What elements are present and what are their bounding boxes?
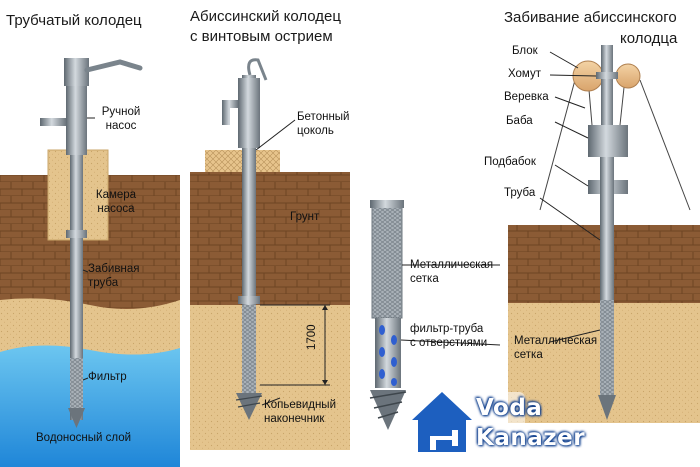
aquifer-layer — [0, 345, 180, 467]
logo-text-line1: Voda — [476, 395, 543, 421]
leader-line — [82, 269, 89, 273]
label-aquifer: Водоносный слой — [36, 432, 132, 444]
label-driven-pipe: Забивная труба — [88, 262, 139, 290]
leader-line — [539, 197, 601, 241]
label-ring-tip: Копьевидный наконечник — [264, 398, 336, 426]
soil-layer — [190, 172, 350, 305]
label-ram: Баба — [506, 115, 533, 127]
leader-line — [255, 119, 296, 151]
sand-layer — [0, 298, 180, 355]
label-anvil: Подбабок — [484, 156, 536, 168]
leader-line — [82, 377, 89, 381]
pipe — [70, 80, 83, 420]
panel-tube-well — [0, 58, 180, 467]
label-ring-tip-line2: наконечник — [264, 413, 325, 425]
pipe-tip — [598, 395, 616, 420]
label-metal-mesh-line2: сетка — [410, 273, 439, 285]
label-driven-pipe-line1: Забивная — [88, 263, 140, 275]
label-block: Блок — [512, 45, 538, 57]
filter-screen — [242, 305, 256, 393]
logo-mark — [410, 392, 525, 462]
label-metal-mesh-line1: Металлическая — [410, 259, 494, 271]
label-pump-chamber-line2: насоса — [97, 203, 135, 215]
clamp — [596, 72, 618, 79]
label-filter-pipe-line2: с отверстиями — [410, 337, 488, 349]
label-soil: Грунт — [290, 211, 320, 223]
screw-tip — [236, 393, 262, 420]
pump-spout — [222, 100, 238, 125]
label-concrete-base-line2: цоколь — [297, 125, 334, 137]
leader-line — [554, 164, 589, 187]
leader-line — [400, 339, 501, 346]
label-metal-mesh-right: Металлическая сетка — [514, 334, 597, 362]
perforated-pipe — [375, 318, 401, 388]
label-metal-mesh-right-line2: сетка — [514, 349, 543, 361]
title-driving-line1: Забивание абиссинского — [504, 9, 677, 26]
label-concrete-base: Бетонный цоколь — [297, 110, 350, 138]
leader-line — [549, 51, 579, 69]
tap-icon — [430, 430, 458, 450]
pump-handle — [84, 59, 143, 73]
panel-driving — [508, 45, 700, 423]
pipe — [600, 157, 614, 312]
label-hand-pump-line1: Ручной — [101, 106, 141, 118]
filter-screen — [600, 300, 614, 395]
leader-line — [549, 329, 601, 343]
sand-layer — [190, 305, 350, 450]
screw-tip — [370, 390, 406, 430]
label-filter-pipe-line1: фильтр-труба — [410, 323, 484, 335]
pipe-holes — [379, 325, 397, 386]
label-concrete-base-line1: Бетонный — [297, 111, 350, 123]
dimension-arrow — [322, 305, 328, 310]
label-filter: Фильтр — [88, 371, 127, 383]
title-abyssinian-line1: Абиссинский колодец — [190, 8, 341, 25]
label-ring-tip-line1: Копьевидный — [264, 399, 336, 411]
pipe-coupling — [238, 296, 260, 304]
pump-handle — [247, 58, 268, 81]
label-metal-mesh: Металлическая сетка — [410, 258, 493, 286]
leader-line — [549, 74, 597, 77]
label-hand-pump: Ручной насос — [94, 105, 148, 133]
pump-body — [238, 78, 260, 148]
filter-screen — [70, 358, 83, 408]
title-driving-line2: колодца — [620, 30, 678, 47]
screw-thread — [235, 395, 263, 408]
label-metal-mesh-right-line1: Металлическая — [514, 335, 598, 347]
screw-thread — [369, 391, 407, 419]
pulley-block — [615, 63, 641, 89]
label-pump-chamber: Камера насоса — [88, 188, 144, 216]
label-driven-pipe-line2: труба — [88, 277, 119, 289]
dimension-arrow — [322, 380, 328, 385]
pipe-coupling — [66, 230, 87, 238]
pipe-top — [601, 45, 613, 125]
leader-line — [261, 397, 281, 406]
pump-body — [66, 85, 87, 155]
title-tube-well: Трубчатый колодец — [6, 12, 142, 29]
label-clamp: Хомут — [508, 68, 541, 80]
label-filter-pipe: фильтр-труба с отверстиями — [410, 322, 487, 350]
label-dimension: 1700 — [306, 324, 318, 350]
label-hand-pump-line2: насос — [105, 120, 137, 132]
rope-line — [639, 79, 691, 211]
pump-cap — [64, 58, 89, 86]
ram — [588, 125, 628, 157]
label-pipe: Труба — [504, 187, 536, 199]
logo-text-line2: Kanazer — [476, 425, 586, 451]
pipe-tip — [68, 408, 85, 428]
mesh-pipe — [371, 202, 403, 319]
leader-line — [554, 96, 586, 109]
label-rope: Веревка — [504, 91, 549, 103]
label-pump-chamber-line1: Камера — [95, 189, 137, 201]
pump-spout — [40, 118, 66, 126]
panel-filter-detail — [369, 200, 501, 430]
mesh-pipe-cap — [370, 200, 404, 208]
leader-line — [554, 121, 589, 139]
panel-abyssinian-well — [190, 58, 350, 450]
title-abyssinian-line2: с винтовым острием — [190, 28, 333, 45]
